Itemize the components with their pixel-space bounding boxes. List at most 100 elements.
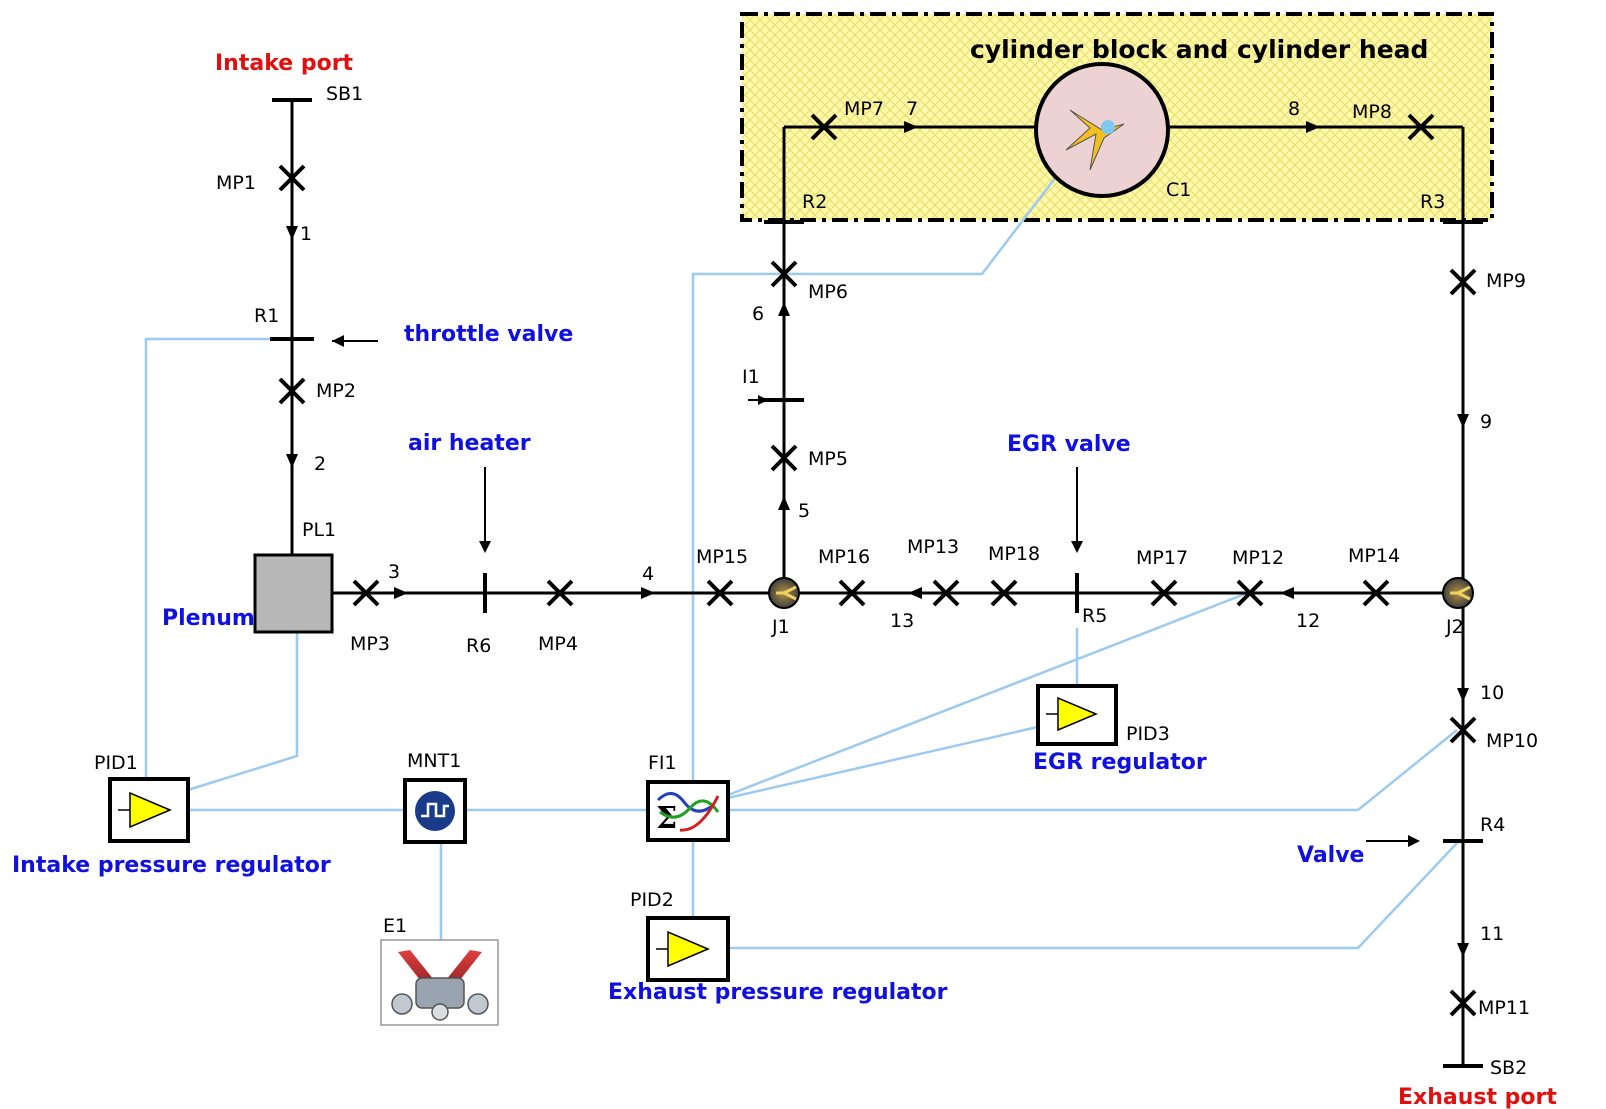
junction-j1[interactable] bbox=[768, 577, 800, 609]
mp5-label: MP5 bbox=[808, 448, 848, 470]
arrow-3 bbox=[394, 587, 408, 599]
mp12-label: MP12 bbox=[1232, 547, 1284, 569]
branch-7: 7 bbox=[906, 98, 918, 120]
mp4-label: MP4 bbox=[538, 633, 578, 655]
arrow-5 bbox=[778, 496, 790, 510]
pid3-controller[interactable] bbox=[1036, 684, 1118, 746]
throttle-valve-label: throttle valve bbox=[404, 322, 573, 347]
exhaust-pressure-regulator-label: Exhaust pressure regulator bbox=[608, 980, 948, 1005]
plenum-pl1[interactable] bbox=[253, 553, 334, 634]
mp3-marker[interactable] bbox=[352, 579, 380, 607]
mp14-label: MP14 bbox=[1348, 545, 1400, 567]
pid1-label: PID1 bbox=[94, 752, 138, 774]
mp5-marker[interactable] bbox=[770, 444, 798, 472]
branch-13: 13 bbox=[890, 610, 914, 632]
mp2-marker[interactable] bbox=[278, 377, 306, 405]
branch-4: 4 bbox=[642, 563, 654, 585]
pid2-controller[interactable] bbox=[646, 916, 730, 982]
signal-lines bbox=[144, 126, 1459, 950]
flow-arrows bbox=[286, 121, 1469, 957]
e1-label: E1 bbox=[383, 915, 407, 937]
arrow-8 bbox=[1306, 121, 1320, 133]
mp9-marker[interactable] bbox=[1449, 268, 1477, 296]
mp7-marker[interactable] bbox=[810, 113, 838, 141]
mp1-label: MP1 bbox=[216, 172, 256, 194]
fi1-label: FI1 bbox=[648, 752, 677, 774]
mp17-marker[interactable] bbox=[1150, 579, 1178, 607]
mp1-marker[interactable] bbox=[278, 164, 306, 192]
j1-label: J1 bbox=[771, 616, 790, 638]
r6-label: R6 bbox=[466, 635, 491, 657]
egr-valve-label: EGR valve bbox=[1007, 432, 1131, 457]
mnt1-monitor[interactable] bbox=[403, 778, 467, 844]
mp11-label: MP11 bbox=[1478, 997, 1530, 1019]
sb1-label: SB1 bbox=[326, 83, 363, 105]
fi1-function[interactable]: Σ bbox=[646, 780, 730, 842]
mp9-label: MP9 bbox=[1486, 270, 1526, 292]
r2-label: R2 bbox=[802, 191, 827, 213]
arrow-10 bbox=[1457, 688, 1469, 702]
mp10-label: MP10 bbox=[1486, 730, 1538, 752]
svg-text:Σ: Σ bbox=[656, 801, 677, 836]
valve-label: Valve bbox=[1297, 843, 1364, 868]
mp7-label: MP7 bbox=[844, 98, 884, 120]
injector-i1[interactable] bbox=[748, 395, 804, 405]
mnt1-label: MNT1 bbox=[407, 750, 461, 772]
j2-label: J2 bbox=[1445, 616, 1464, 638]
intake-pressure-regulator-label: Intake pressure regulator bbox=[12, 853, 331, 878]
branch-8: 8 bbox=[1288, 98, 1300, 120]
cylinder-c1[interactable] bbox=[1034, 62, 1170, 198]
pipes bbox=[290, 100, 1465, 1066]
mp10-marker[interactable] bbox=[1449, 716, 1477, 744]
pid1-controller[interactable] bbox=[108, 777, 190, 843]
mp8-marker[interactable] bbox=[1407, 113, 1435, 141]
branch-numbers: 1 2 3 4 5 6 7 8 9 10 11 12 13 bbox=[300, 98, 1504, 945]
mp14-marker[interactable] bbox=[1362, 579, 1390, 607]
mp13-marker[interactable] bbox=[932, 579, 960, 607]
arrow-1 bbox=[286, 226, 298, 240]
branch-5: 5 bbox=[798, 500, 810, 522]
mp6-label: MP6 bbox=[808, 281, 848, 303]
mp18-marker[interactable] bbox=[990, 579, 1018, 607]
mp13-label: MP13 bbox=[907, 536, 959, 558]
mp16-marker[interactable] bbox=[838, 579, 866, 607]
block-title: cylinder block and cylinder head bbox=[970, 35, 1428, 64]
egr-regulator-label: EGR regulator bbox=[1033, 750, 1207, 775]
mp11-marker[interactable] bbox=[1449, 989, 1477, 1017]
arrow-11 bbox=[1457, 943, 1469, 957]
exhaust-port-label: Exhaust port bbox=[1398, 1085, 1557, 1109]
mp12-marker[interactable] bbox=[1236, 579, 1264, 607]
mp16-label: MP16 bbox=[818, 546, 870, 568]
mp-labels: MP1 MP2 MP3 MP4 MP5 MP6 MP7 MP8 MP9 MP10… bbox=[216, 98, 1538, 1019]
branch-2: 2 bbox=[314, 453, 326, 475]
branch-3: 3 bbox=[388, 561, 400, 583]
mp6-marker[interactable] bbox=[770, 260, 798, 288]
junction-j2[interactable] bbox=[1442, 577, 1474, 609]
arrow-7 bbox=[904, 121, 918, 133]
pid3-label: PID3 bbox=[1126, 723, 1170, 745]
plenum-label: Plenum bbox=[162, 606, 255, 631]
sb2-label: SB2 bbox=[1490, 1057, 1527, 1079]
mp3-label: MP3 bbox=[350, 633, 390, 655]
arrow-13 bbox=[908, 587, 922, 599]
pl1-label: PL1 bbox=[302, 519, 336, 541]
arrow-4 bbox=[641, 587, 655, 599]
mp18-label: MP18 bbox=[988, 543, 1040, 565]
mp2-label: MP2 bbox=[316, 380, 356, 402]
mp4-marker[interactable] bbox=[546, 579, 574, 607]
branch-10: 10 bbox=[1480, 682, 1504, 704]
r4-label: R4 bbox=[1480, 814, 1505, 836]
branch-9: 9 bbox=[1480, 411, 1492, 433]
arrow-9 bbox=[1457, 414, 1469, 428]
engine-e1[interactable] bbox=[380, 939, 499, 1026]
branch-1: 1 bbox=[300, 223, 312, 245]
mp8-label: MP8 bbox=[1352, 101, 1392, 123]
branch-12: 12 bbox=[1296, 610, 1320, 632]
arrow-2 bbox=[286, 454, 298, 468]
measuring-points bbox=[278, 113, 1477, 1017]
mp15-marker[interactable] bbox=[706, 579, 734, 607]
branch-6: 6 bbox=[752, 303, 764, 325]
r3-label: R3 bbox=[1420, 191, 1445, 213]
intake-port-label: Intake port bbox=[215, 51, 354, 76]
